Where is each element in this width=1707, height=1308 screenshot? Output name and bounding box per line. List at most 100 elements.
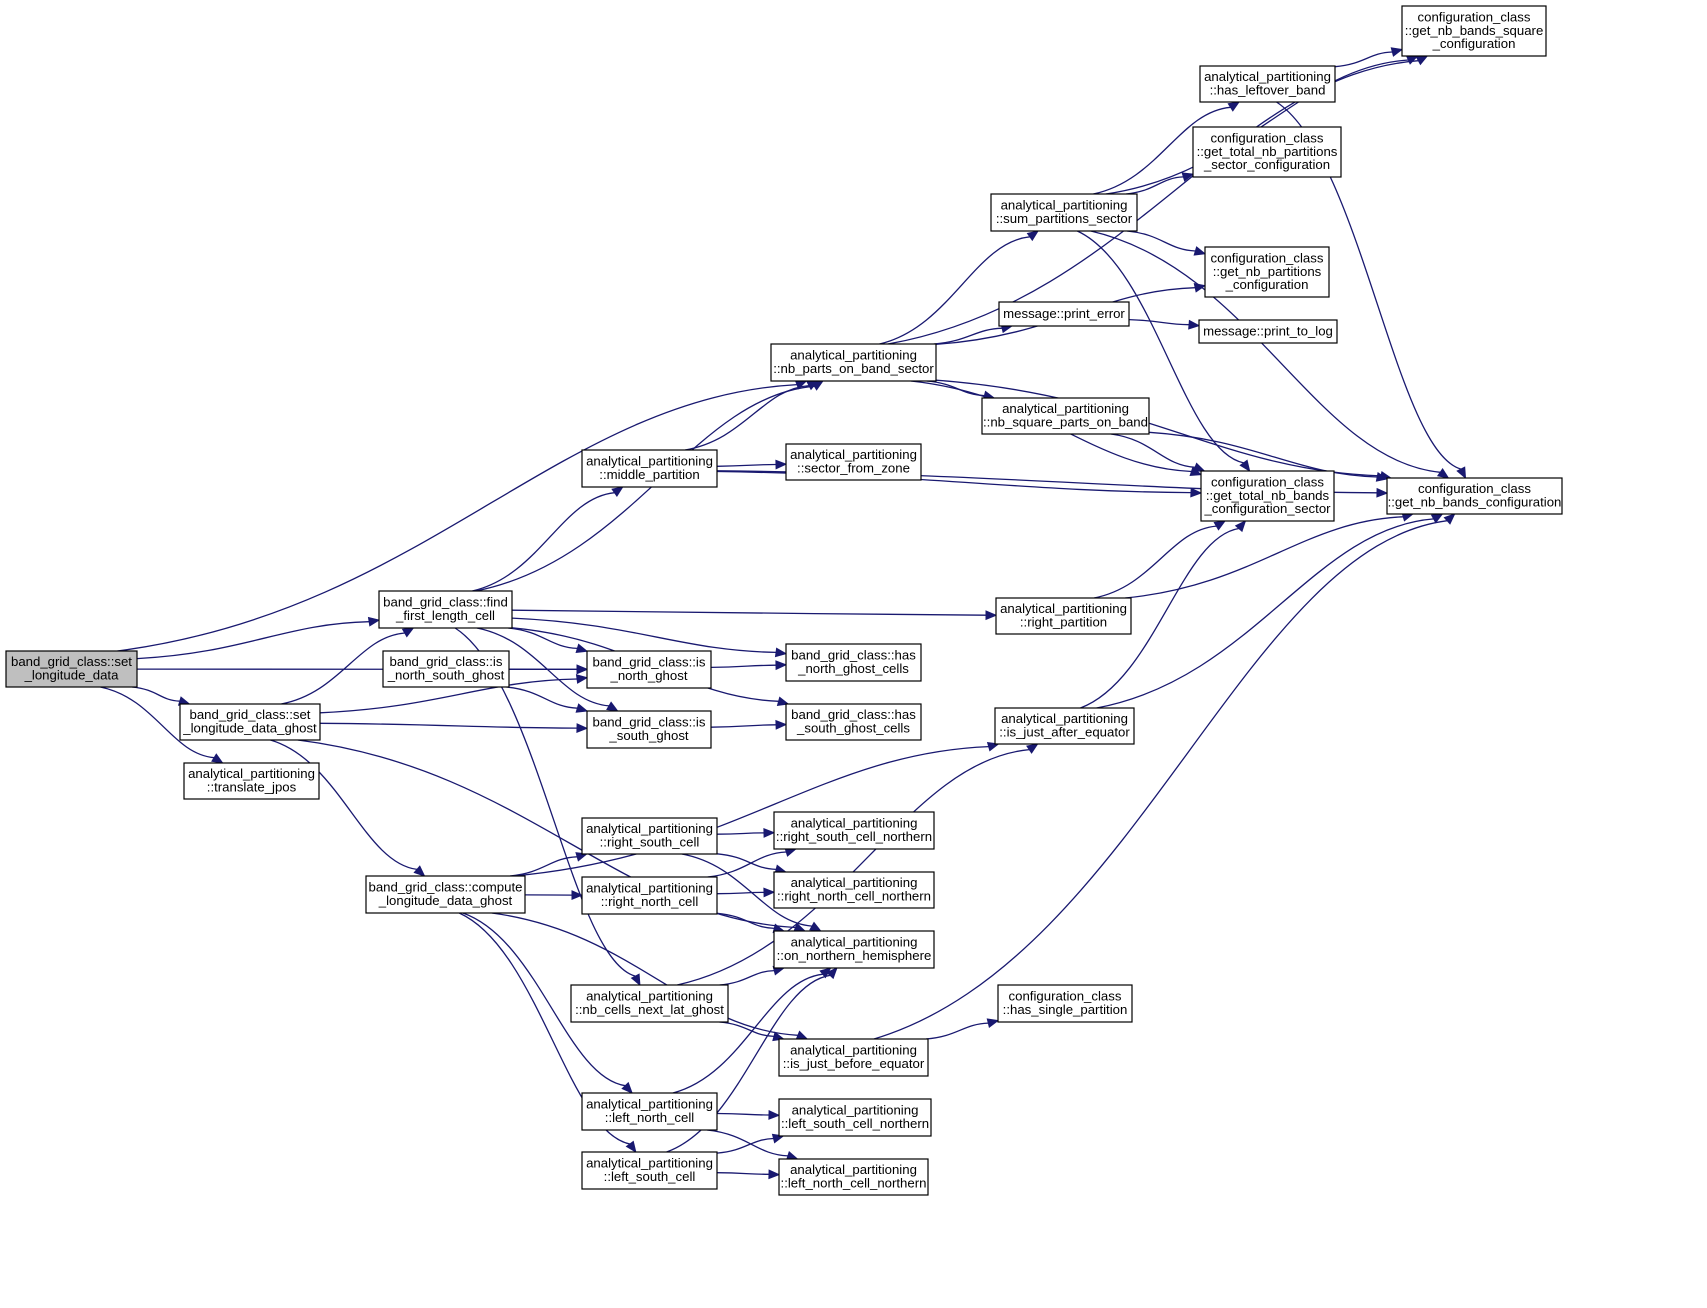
- node-right_partition[interactable]: analytical_partitioning::right_partition: [995, 597, 1132, 635]
- node-sector_from_zone[interactable]: analytical_partitioning::sector_from_zon…: [785, 443, 922, 481]
- arrow-head: [775, 459, 788, 470]
- node-label-line: ::right_north_cell_northern: [777, 889, 931, 904]
- call-edge-set_longitude_data-to-find_first_length_cell: [136, 616, 381, 660]
- node-set_longitude_data_ghost[interactable]: band_grid_class::set_longitude_data_ghos…: [179, 703, 321, 741]
- node-box: [365, 875, 526, 914]
- node-get_total_nb_bands_configuration_sector[interactable]: configuration_class::get_total_nb_bands_…: [1200, 470, 1335, 522]
- node-box: [1401, 5, 1547, 57]
- arrow-head: [401, 627, 415, 638]
- node-label-line: band_grid_class::is: [593, 715, 706, 730]
- node-label-line: ::right_north_cell: [601, 894, 699, 909]
- call-edge-nb_cells_next_lat_ghost-to-on_northern_hemisphere: [719, 965, 786, 986]
- node-box: [990, 193, 1138, 232]
- node-is_north_ghost[interactable]: band_grid_class::is_north_ghost: [586, 650, 712, 689]
- node-right_south_cell_northern[interactable]: analytical_partitioning::right_south_cel…: [773, 811, 935, 850]
- node-label-line: analytical_partitioning: [791, 875, 918, 890]
- node-left_north_cell[interactable]: analytical_partitioning::left_north_cell: [581, 1092, 718, 1131]
- node-label-line: analytical_partitioning: [1002, 401, 1129, 416]
- node-has_leftover_band[interactable]: analytical_partitioning::has_leftover_ba…: [1199, 65, 1336, 103]
- arrow-head: [1415, 55, 1429, 66]
- node-box: [5, 650, 138, 688]
- arrow-head: [630, 973, 641, 987]
- arrow-head: [413, 865, 426, 877]
- node-right_north_cell_northern[interactable]: analytical_partitioning::right_north_cel…: [773, 871, 935, 909]
- node-label-line: analytical_partitioning: [790, 447, 917, 462]
- edge-line: [136, 621, 370, 660]
- node-is_just_before_equator[interactable]: analytical_partitioning::is_just_before_…: [778, 1038, 929, 1077]
- node-middle_partition[interactable]: analytical_partitioning::middle_partitio…: [581, 449, 718, 488]
- node-is_south_ghost[interactable]: band_grid_class::is_south_ghost: [586, 710, 712, 749]
- node-box: [773, 930, 935, 969]
- node-box: [1204, 246, 1330, 298]
- node-has_south_ghost_cells[interactable]: band_grid_class::has_south_ghost_cells: [785, 703, 922, 741]
- call-edge-right_partition-to-get_nb_bands_configuration: [1125, 512, 1415, 599]
- node-has_north_ghost_cells[interactable]: band_grid_class::has_north_ghost_cells: [785, 643, 922, 682]
- node-label-line: _south_ghost: [608, 728, 689, 743]
- edge-line: [513, 745, 989, 877]
- call-edge-has_leftover_band-to-get_nb_bands_square_configuration: [1334, 47, 1404, 68]
- node-label-line: analytical_partitioning: [586, 989, 713, 1004]
- node-box: [581, 1151, 718, 1190]
- node-compute_longitude_data_ghost[interactable]: band_grid_class::compute_longitude_data_…: [365, 875, 526, 914]
- arrow-head: [621, 1081, 633, 1094]
- arrow-head: [211, 753, 224, 764]
- edge-line: [716, 1112, 770, 1116]
- edge-line: [716, 853, 777, 871]
- edge-line: [297, 739, 796, 929]
- node-get_total_nb_partitions_sector_configuration[interactable]: configuration_class::get_total_nb_partit…: [1192, 126, 1342, 178]
- edge-line: [879, 236, 1030, 345]
- arrow-head: [1213, 520, 1227, 531]
- node-label-line: ::left_north_cell: [605, 1110, 695, 1125]
- arrow-head: [1376, 487, 1389, 498]
- node-label-line: configuration_class: [1211, 250, 1324, 265]
- node-find_first_length_cell[interactable]: band_grid_class::find_first_length_cell: [378, 590, 513, 629]
- arrow-head: [1190, 487, 1203, 498]
- call-edge-is_just_after_equator-to-get_total_nb_bands_configuration_sector: [1080, 520, 1247, 709]
- node-print_to_log[interactable]: message::print_to_log: [1198, 319, 1338, 344]
- node-box: [981, 397, 1150, 435]
- call-edge-find_first_length_cell-to-right_partition: [511, 609, 998, 621]
- node-label-line: analytical_partitioning: [791, 935, 918, 950]
- node-box: [998, 301, 1130, 327]
- node-set_longitude_data[interactable]: band_grid_class::set_longitude_data: [5, 650, 138, 688]
- edge-line: [677, 748, 1030, 986]
- node-nb_square_parts_on_band[interactable]: analytical_partitioning::nb_square_parts…: [981, 397, 1150, 435]
- node-left_south_cell[interactable]: analytical_partitioning::left_south_cell: [581, 1151, 718, 1190]
- edge-line: [1125, 516, 1404, 599]
- node-get_nb_bands_configuration[interactable]: configuration_class::get_nb_bands_config…: [1386, 477, 1563, 515]
- edge-line: [716, 891, 765, 895]
- node-label-line: configuration_class: [1418, 9, 1531, 24]
- node-nb_parts_on_band_sector[interactable]: analytical_partitioning::nb_parts_on_ban…: [770, 343, 937, 382]
- node-left_south_cell_northern[interactable]: analytical_partitioning::left_south_cell…: [778, 1098, 932, 1137]
- node-left_north_cell_northern[interactable]: analytical_partitioning::left_north_cell…: [778, 1158, 929, 1196]
- node-get_nb_bands_square_configuration[interactable]: configuration_class::get_nb_bands_square…: [1401, 5, 1547, 57]
- node-label-line: _configuration: [1432, 36, 1516, 51]
- edge-line: [132, 686, 180, 702]
- node-label-line: analytical_partitioning: [790, 1043, 917, 1058]
- node-label-line: analytical_partitioning: [1000, 601, 1127, 616]
- arrow-head: [575, 703, 589, 713]
- node-on_northern_hemisphere[interactable]: analytical_partitioning::on_northern_hem…: [773, 930, 935, 969]
- node-label-line: band_grid_class::find: [383, 595, 508, 610]
- node-label-line: _north_south_ghost: [387, 668, 505, 683]
- node-print_error[interactable]: message::print_error: [998, 301, 1130, 327]
- node-is_north_south_ghost[interactable]: band_grid_class::is_north_south_ghost: [382, 650, 510, 688]
- edge-line: [1077, 230, 1244, 464]
- node-is_just_after_equator[interactable]: analytical_partitioning::is_just_after_e…: [994, 707, 1135, 745]
- arrow-head: [575, 643, 589, 653]
- node-right_north_cell[interactable]: analytical_partitioning::right_north_cel…: [581, 876, 718, 915]
- node-box: [778, 1038, 929, 1077]
- node-has_single_partition[interactable]: configuration_class::has_single_partitio…: [997, 984, 1133, 1023]
- node-nb_cells_next_lat_ghost[interactable]: analytical_partitioning::nb_cells_next_l…: [570, 984, 729, 1023]
- node-get_nb_partitions_configuration[interactable]: configuration_class::get_nb_partitions_c…: [1204, 246, 1330, 298]
- arrow-head: [1436, 467, 1450, 479]
- node-right_south_cell[interactable]: analytical_partitioning::right_south_cel…: [581, 817, 718, 855]
- call-edge-find_first_length_cell-to-has_north_ghost_cells: [511, 617, 788, 658]
- node-sum_partitions_sector[interactable]: analytical_partitioning::sum_partitions_…: [990, 193, 1138, 232]
- edge-line: [319, 722, 578, 729]
- node-translate_jpos[interactable]: analytical_partitioning::translate_jpos: [183, 762, 320, 800]
- arrow-head: [1456, 466, 1467, 480]
- node-box: [785, 703, 922, 741]
- call-edge-sum_partitions_sector-to-get_total_nb_partitions_sector_configuration: [1126, 172, 1195, 195]
